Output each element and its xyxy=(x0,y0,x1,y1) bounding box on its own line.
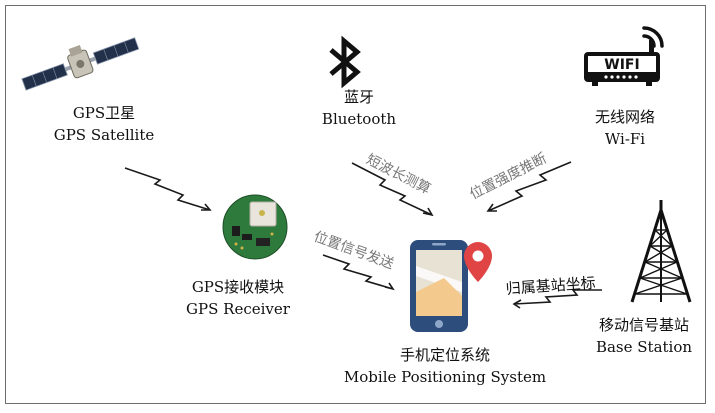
receiver-label-en: GPS Receiver xyxy=(186,300,290,318)
wifi-label-en: Wi-Fi xyxy=(604,130,646,148)
wifi-badge-text: WIFI xyxy=(604,57,639,73)
gps-receiver-icon xyxy=(222,194,288,260)
bluetooth-icon xyxy=(329,35,361,89)
link-satellite-receiver xyxy=(124,167,212,211)
link-receiver-phone xyxy=(322,254,395,291)
wifi-router-icon: WIFI xyxy=(584,26,664,86)
bluetooth-label: 蓝牙 Bluetooth xyxy=(309,86,409,130)
tower-label-en: Base Station xyxy=(595,338,693,356)
tower-label: 移动信号基站 Base Station xyxy=(582,314,706,358)
phone-label: 手机定位系统 Mobile Positioning System xyxy=(330,344,560,388)
tower-label-cn: 移动信号基站 xyxy=(598,316,689,334)
wifi-label: 无线网络 Wi-Fi xyxy=(575,106,675,150)
satellite-label: GPS卫星 GPS Satellite xyxy=(34,102,174,146)
link-wifi-phone xyxy=(486,161,572,212)
phone-label-cn: 手机定位系统 xyxy=(399,346,490,364)
wifi-label-cn: 无线网络 xyxy=(594,108,655,126)
base-station-icon xyxy=(630,200,692,303)
satellite-label-en: GPS Satellite xyxy=(53,126,155,144)
link-bluetooth-phone xyxy=(351,162,434,217)
link-tower-phone xyxy=(512,289,602,309)
receiver-label: GPS接收模块 GPS Receiver xyxy=(168,276,308,320)
satellite-icon xyxy=(21,37,140,91)
receiver-label-cn: GPS接收模块 xyxy=(191,278,285,296)
satellite-label-cn: GPS卫星 xyxy=(72,104,136,122)
smartphone-pin-icon xyxy=(410,240,492,332)
bluetooth-label-en: Bluetooth xyxy=(321,110,397,128)
phone-label-en: Mobile Positioning System xyxy=(343,368,547,386)
bluetooth-label-cn: 蓝牙 xyxy=(343,88,374,106)
diagram-frame xyxy=(5,5,706,404)
